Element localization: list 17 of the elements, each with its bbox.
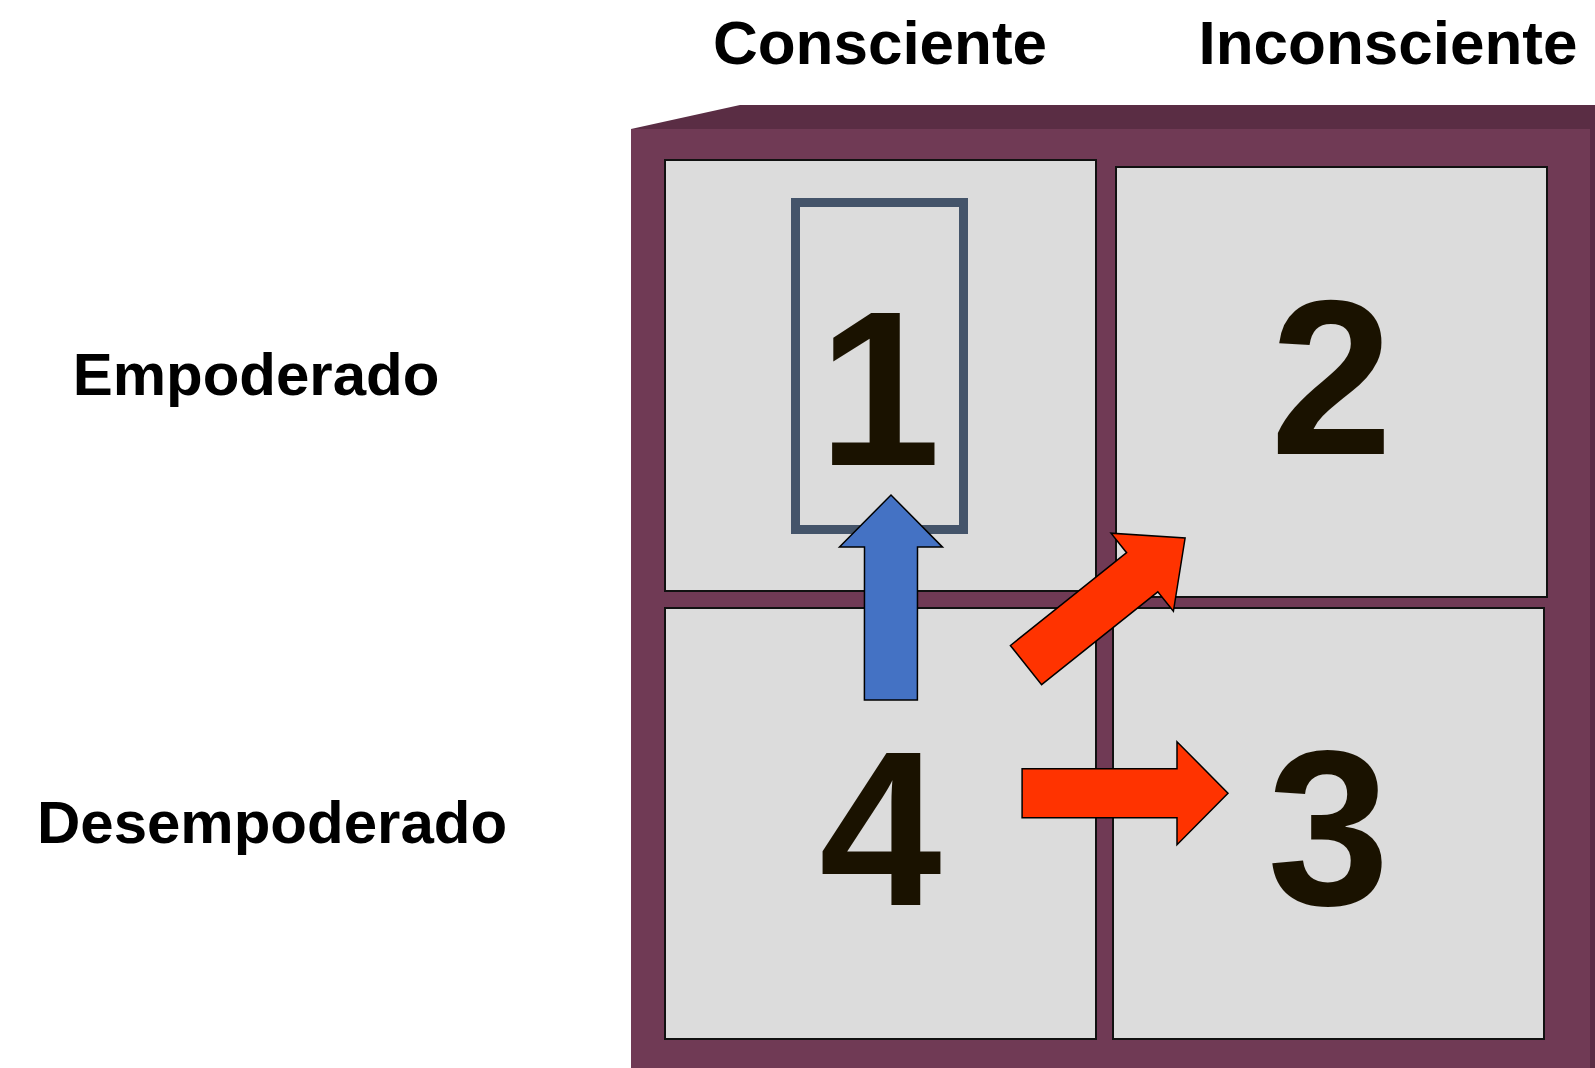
quadrant-number: 4 xyxy=(819,705,942,939)
quadrant-cell xyxy=(1112,607,1545,1040)
quadrant-number: 3 xyxy=(1267,705,1390,939)
quadrant-number: 1 xyxy=(818,265,941,499)
quadrant-cell xyxy=(664,159,1097,592)
block-arrow xyxy=(837,493,945,701)
axis-label: Empoderado xyxy=(72,339,440,409)
highlight-box xyxy=(791,198,968,534)
axis-label: Inconsciente xyxy=(1198,6,1578,78)
block-arrow xyxy=(1021,739,1230,847)
axis-label: Consciente xyxy=(712,6,1048,78)
matrix-frame xyxy=(631,105,1595,1068)
axis-label: Desempoderado xyxy=(36,787,508,857)
block-arrow xyxy=(1009,532,1186,686)
quadrant-cell xyxy=(664,607,1097,1040)
quadrant-cell xyxy=(1115,166,1548,598)
quadrant-number: 2 xyxy=(1270,254,1393,488)
